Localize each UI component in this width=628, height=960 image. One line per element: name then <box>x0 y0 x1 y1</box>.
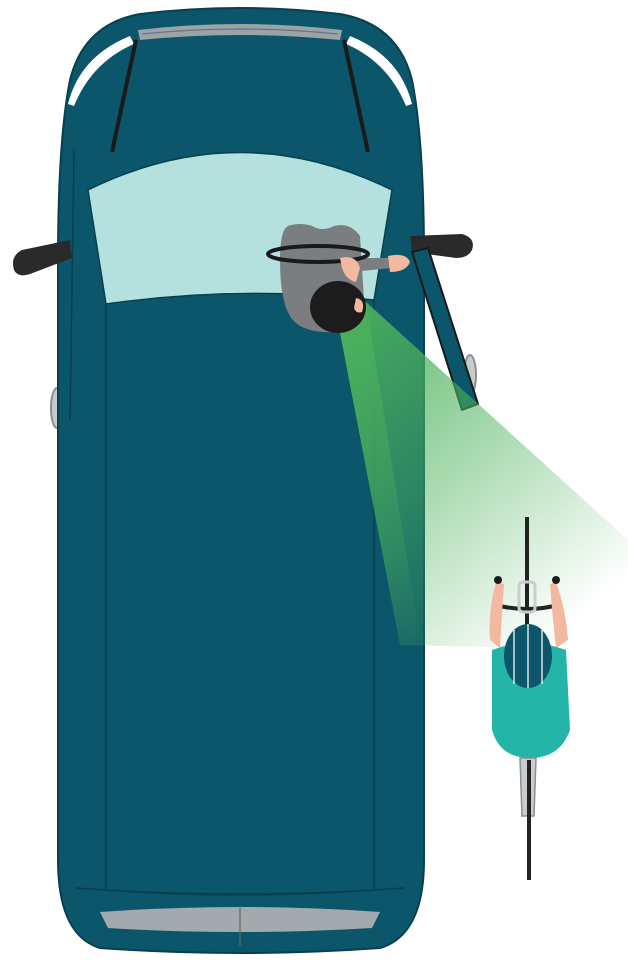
illustration-canvas <box>0 0 628 960</box>
car-door-sightline-illustration <box>0 0 628 960</box>
